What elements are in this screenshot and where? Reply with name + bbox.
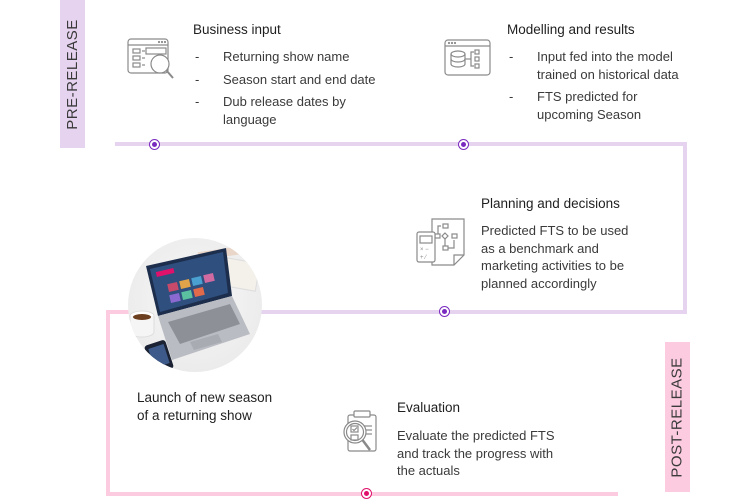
step-title-business-input: Business input	[193, 22, 281, 37]
list-item: Dub release dates by language	[193, 93, 363, 128]
list-item: Input fed into the model trained on hist…	[507, 48, 687, 83]
phase-label-post-release: POST-RELEASE	[665, 342, 690, 492]
step-title-launch: Launch of new season of a returning show	[137, 390, 273, 423]
business-input-list: Returning show name Season start and end…	[193, 48, 393, 133]
timeline-post-left	[106, 310, 110, 496]
clipboard-magnifier-icon	[340, 410, 384, 458]
data-search-icon	[127, 38, 181, 84]
timeline-post-top	[106, 310, 136, 314]
list-item: FTS predicted for upcoming Season	[507, 88, 657, 123]
modelling-list: Input fed into the model trained on hist…	[507, 48, 707, 128]
calculator-flowchart-icon: × − + ⁄	[416, 218, 468, 268]
list-item: Returning show name	[193, 48, 393, 66]
evaluation-description: Evaluate the predicted FTS and track the…	[397, 428, 555, 478]
step-title-planning: Planning and decisions	[481, 196, 620, 211]
step-title-evaluation: Evaluation	[397, 400, 461, 415]
timeline-pre-top	[115, 142, 687, 146]
timeline-pre-bottom	[250, 310, 687, 314]
milestone-dot-evaluation	[361, 488, 372, 499]
milestone-dot-business-input	[149, 139, 160, 150]
phase-post-release-text: POST-RELEASE	[669, 356, 686, 478]
milestone-dot-modelling	[458, 139, 469, 150]
list-item: Season start and end date	[193, 71, 393, 89]
milestone-dot-planning	[439, 306, 450, 317]
laptop-streaming-photo	[128, 238, 262, 372]
planning-description: Predicted FTS to be used as a benchmark …	[481, 223, 629, 291]
phase-pre-release-text: PRE-RELEASE	[64, 18, 82, 130]
svg-text:× −: × −	[420, 247, 429, 253]
phase-label-pre-release: PRE-RELEASE	[60, 0, 85, 148]
timeline-pre-right	[683, 142, 687, 314]
step-title-modelling: Modelling and results	[507, 22, 635, 37]
svg-text:+ ⁄: + ⁄	[420, 255, 427, 261]
database-model-icon	[444, 39, 492, 77]
